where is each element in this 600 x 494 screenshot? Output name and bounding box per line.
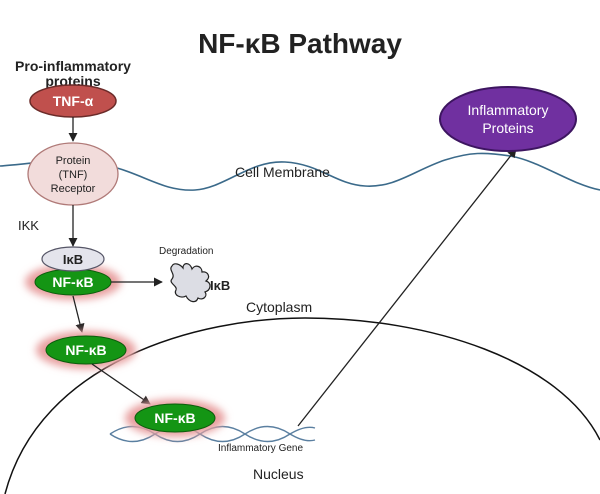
cytoplasm-label: Cytoplasm — [246, 299, 312, 315]
receptor-label-line3: Receptor — [51, 183, 96, 195]
receptor-node — [28, 143, 118, 205]
nfkb-free-label: NF-κB — [65, 342, 106, 358]
degradation-label: Degradation — [159, 246, 213, 257]
nfkb-free-node — [45, 335, 127, 365]
dna-strand-b — [109, 425, 316, 443]
receptor-label-line2: (TNF) — [59, 169, 88, 181]
nucleus-label: Nucleus — [253, 466, 304, 482]
cell-membrane-label: Cell Membrane — [235, 164, 330, 180]
nfkb-nucleus-node — [134, 403, 216, 433]
inflammatory-proteins-node — [439, 86, 577, 152]
nfkb-bound-label: NF-κB — [52, 274, 93, 290]
pro-inflammatory-label-line2: proteins — [45, 73, 100, 89]
tnf-alpha-label: TNF-α — [53, 93, 94, 109]
receptor-label-line1: Protein — [56, 155, 91, 167]
inflammatory-proteins-label-line2: Proteins — [482, 120, 533, 136]
nfkb-release-arrow — [72, 295, 85, 333]
diagram-title: NF-κB Pathway — [198, 28, 402, 59]
ikb-node — [41, 246, 105, 272]
inflammatory-proteins-label-line1: Inflammatory — [468, 102, 549, 118]
degraded-ikb-label: IκB — [210, 278, 230, 293]
inflammatory-gene-label: Inflammatory Gene — [218, 443, 303, 454]
nfkb-translocation-arrow — [91, 363, 151, 405]
gene-to-proteins-arrow — [297, 148, 517, 427]
nfkb-nucleus-label: NF-κB — [154, 410, 195, 426]
ikb-label: IκB — [63, 252, 83, 267]
pro-inflammatory-label: Pro-inflammatory — [15, 58, 131, 74]
ikk-label: IKK — [18, 218, 39, 233]
nucleus-boundary — [4, 317, 600, 494]
degraded-ikb-icon — [170, 263, 211, 303]
